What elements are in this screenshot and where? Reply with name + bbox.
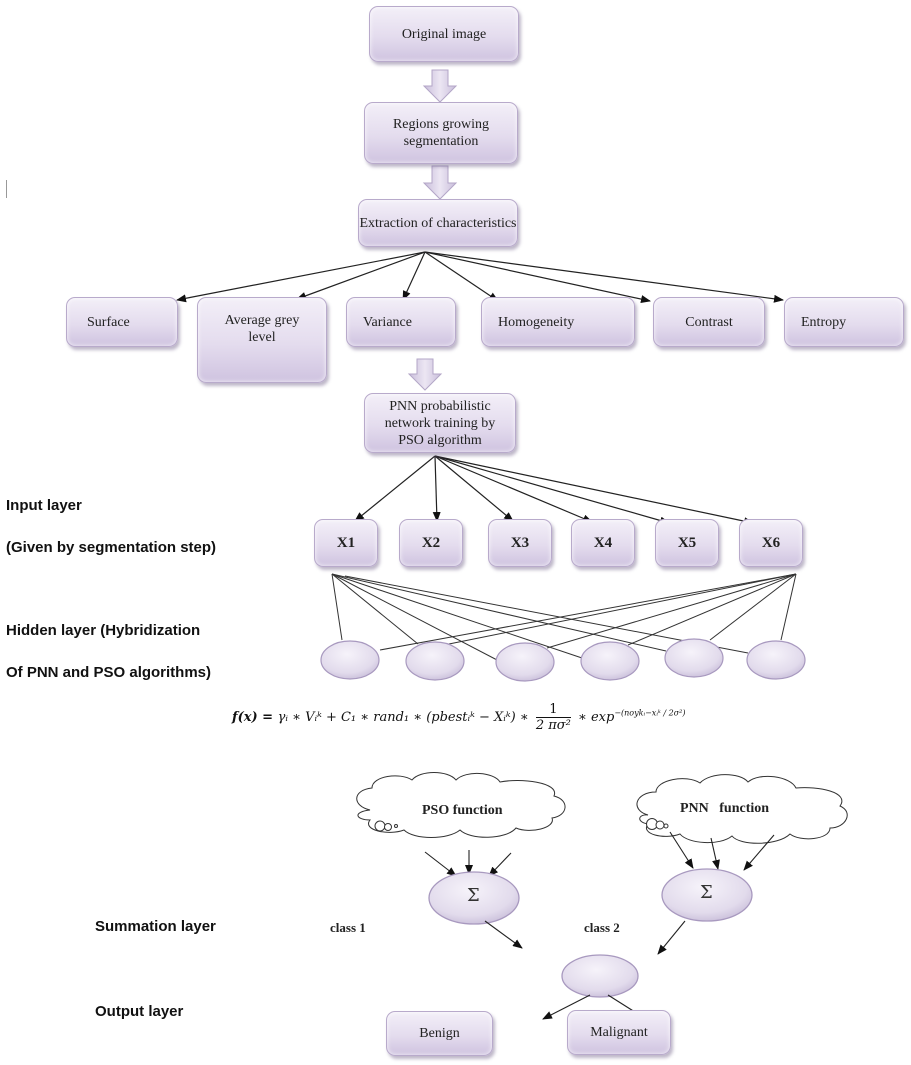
arrow-to-variance (402, 251, 426, 301)
class2-label: class 2 (584, 920, 620, 935)
output-node (561, 954, 639, 998)
input-node-label: X1 (336, 534, 356, 551)
hybrid-formula: f(x) = γᵢ ∗ Vᵢᵏ + C₁ ∗ rand₁ ∗ (pbestᵢᵏ … (232, 702, 686, 733)
feature-entropy: Entropy (784, 297, 904, 347)
summation-layer-label: Summation layer (95, 918, 216, 935)
hidden-node (320, 640, 380, 680)
original-image-box: Original image (369, 6, 519, 62)
output-benign-box: Benign (386, 1011, 493, 1056)
input-node-label: X4 (593, 534, 613, 551)
pnn-cloud (636, 774, 848, 844)
input-layer-label: Input layer (6, 497, 82, 514)
original-image-label: Original image (401, 26, 487, 42)
hidden-node (495, 642, 555, 682)
region-growing-label: Regions growing segmentation (392, 117, 490, 149)
extraction-label: Extraction of characteristics (359, 215, 517, 231)
input-node-x1: X1 (314, 519, 378, 567)
hidden-connections (331, 573, 797, 662)
formula-denominator: 2 πσ² (535, 718, 571, 733)
hidden-nodes (320, 638, 806, 682)
arrow-to-x1 (354, 455, 436, 522)
hidden-layer-sublabel: Of PNN and PSO algorithms) (6, 664, 212, 681)
input-node-x5: X5 (655, 519, 719, 567)
hidden-node (664, 638, 724, 678)
formula-lhs: f(x) = (232, 710, 278, 725)
output-malignant-box: Malignant (567, 1010, 671, 1055)
input-node-label: X5 (677, 534, 697, 551)
summation-node-class1 (428, 871, 520, 925)
margin-mark (6, 180, 7, 198)
sigma-class2: Σ (700, 882, 713, 903)
hidden-layer-label: Hidden layer (Hybridization (6, 622, 201, 639)
input-node-x2: X2 (399, 519, 463, 567)
hidden-node (405, 641, 465, 681)
pso-cloud (356, 772, 566, 838)
input-node-x3: X3 (488, 519, 552, 567)
feature-label: Variance (363, 314, 412, 330)
region-growing-box: Regions growing segmentation (364, 102, 518, 164)
input-node-x4: X4 (571, 519, 635, 567)
extraction-box: Extraction of characteristics (358, 199, 518, 247)
arrow-to-x4 (434, 455, 593, 523)
block-arrow-2 (422, 165, 458, 200)
cloud-to-sum-arrows (424, 831, 775, 877)
feature-label: Homogeneity (498, 314, 575, 330)
pso-function-label: PSO function (422, 803, 503, 818)
hidden-node (580, 641, 640, 681)
input-node-label: X6 (761, 534, 781, 551)
feature-arrows (176, 251, 784, 303)
feature-surface: Surface (66, 297, 178, 347)
pnn-training-label: PNN probabilistic network training by PS… (384, 398, 496, 448)
block-arrow-1 (422, 69, 458, 103)
feature-homogeneity: Homogeneity (481, 297, 635, 347)
feature-contrast: Contrast (653, 297, 765, 347)
arrow-to-homogeneity (424, 251, 499, 302)
input-node-label: X2 (421, 534, 441, 551)
feature-label: Surface (87, 314, 130, 330)
pnn-training-box: PNN probabilistic network training by PS… (364, 393, 516, 453)
arrow-to-average-grey (296, 251, 426, 300)
input-node-x6: X6 (739, 519, 803, 567)
feature-label: Contrast (685, 314, 733, 330)
summation-node-class2 (661, 868, 753, 922)
feature-label: Average grey level (224, 313, 300, 345)
class1-label: class 1 (330, 920, 366, 935)
hidden-node (746, 640, 806, 680)
benign-label: Benign (419, 1026, 460, 1041)
arrow-to-x2 (432, 455, 441, 522)
feature-label: Entropy (801, 314, 847, 330)
block-arrow-3 (407, 358, 443, 391)
sum-to-output-arrows (484, 920, 686, 955)
arrow-to-surface (176, 251, 426, 303)
arrow-to-entropy (424, 251, 784, 303)
feature-average-grey-level: Average grey level (197, 297, 327, 383)
formula-part1: γᵢ ∗ Vᵢᵏ + C₁ ∗ rand₁ ∗ (pbestᵢᵏ − Xᵢᵏ) … (277, 710, 533, 725)
input-arrows (354, 455, 754, 526)
formula-exponent: −(noykᵢ−xᵢᵏ / 2σ²) (614, 708, 686, 718)
output-layer-label: Output layer (95, 1003, 184, 1020)
pnn-function-label: PNN function (680, 801, 770, 816)
feature-variance: Variance (346, 297, 456, 347)
arrow-to-x5 (434, 455, 670, 525)
malignant-label: Malignant (590, 1025, 648, 1040)
input-node-label: X3 (510, 534, 530, 551)
sigma-class1: Σ (467, 885, 480, 906)
formula-part2: ∗ exp (573, 710, 615, 725)
arrow-to-x3 (434, 455, 514, 522)
arrow-to-contrast (424, 251, 651, 303)
arrow-to-x6 (434, 455, 754, 526)
input-layer-sublabel: (Given by segmentation step) (6, 539, 217, 556)
formula-numerator: 1 (535, 702, 571, 718)
